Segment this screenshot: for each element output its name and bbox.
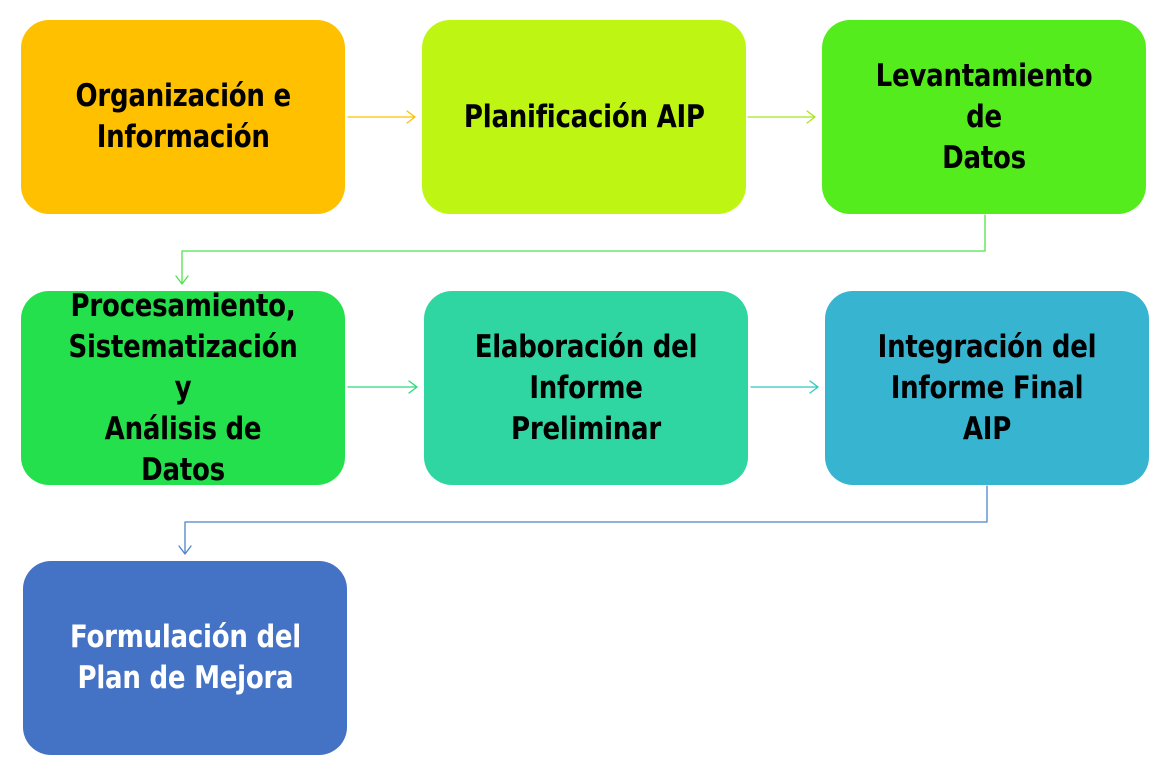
step-levantamiento-datos: Levantamiento de Datos	[822, 20, 1146, 214]
arrow-6-to-7	[178, 485, 988, 555]
step-informe-preliminar: Elaboración del Informe Preliminar	[424, 291, 748, 485]
arrow-2-to-3	[747, 110, 816, 124]
step-label: Formulación del Plan de Mejora	[69, 619, 301, 696]
step-label: Levantamiento de Datos	[875, 57, 1093, 176]
step-plan-de-mejora: Formulación del Plan de Mejora	[23, 561, 347, 755]
step-label: Elaboración del Informe Preliminar	[474, 328, 698, 447]
step-planificacion-aip: Planificación AIP	[422, 20, 746, 214]
step-label: Procesamiento, Sistematización y Análisi…	[68, 287, 298, 488]
step-procesamiento-analisis: Procesamiento, Sistematización y Análisi…	[21, 288, 345, 488]
step-label: Integración del Informe Final AIP	[877, 328, 1097, 447]
arrow-1-to-2	[347, 110, 416, 124]
step-label: Planificación AIP	[463, 98, 705, 135]
arrow-4-to-5	[347, 380, 418, 394]
step-label: Organización e Información	[75, 78, 291, 155]
arrow-5-to-6	[750, 380, 819, 394]
step-organizacion-informacion: Organización e Información	[21, 20, 345, 214]
step-informe-final: Integración del Informe Final AIP	[825, 291, 1149, 485]
arrow-3-to-4	[175, 214, 986, 285]
